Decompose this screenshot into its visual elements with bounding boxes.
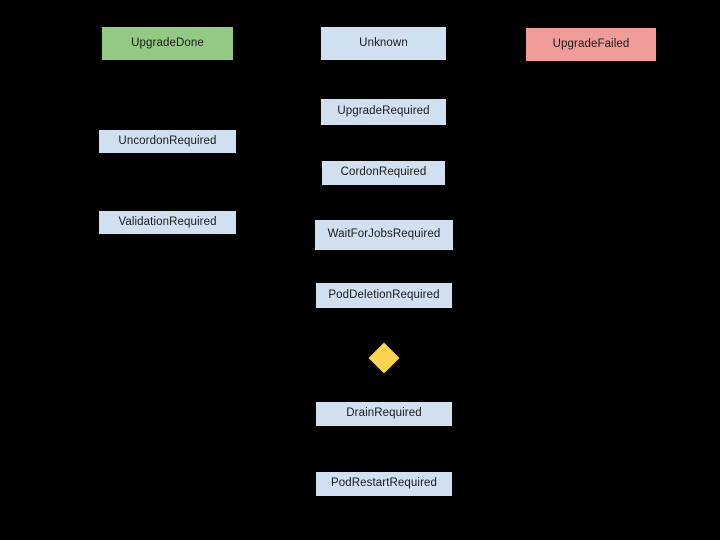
node-label: CordonRequired bbox=[340, 166, 427, 179]
node-pod-restart-required[interactable]: PodRestartRequired bbox=[316, 472, 452, 496]
node-validation-required[interactable]: ValidationRequired bbox=[99, 211, 236, 234]
node-label: PodDeletionRequired bbox=[328, 288, 440, 301]
node-drain-required[interactable]: DrainRequired bbox=[316, 402, 452, 426]
diamond-icon bbox=[368, 342, 400, 374]
node-label: UncordonRequired bbox=[118, 134, 217, 147]
node-label: PodRestartRequired bbox=[331, 477, 437, 490]
node-upgrade-done[interactable]: UpgradeDone bbox=[102, 27, 233, 60]
node-upgrade-failed[interactable]: UpgradeFailed bbox=[526, 28, 656, 61]
decision-diamond-node[interactable] bbox=[368, 342, 400, 374]
node-unknown[interactable]: Unknown bbox=[321, 27, 446, 60]
node-cordon-required[interactable]: CordonRequired bbox=[322, 161, 445, 185]
node-label: WaitForJobsRequired bbox=[327, 228, 441, 241]
node-pod-deletion-required[interactable]: PodDeletionRequired bbox=[316, 283, 452, 308]
node-label: UpgradeRequired bbox=[337, 105, 430, 118]
node-label: Unknown bbox=[359, 36, 408, 49]
node-wait-for-jobs-required[interactable]: WaitForJobsRequired bbox=[315, 220, 453, 250]
node-label: DrainRequired bbox=[346, 407, 422, 420]
node-label: ValidationRequired bbox=[118, 215, 217, 228]
node-label: UpgradeFailed bbox=[552, 37, 630, 50]
node-label: UpgradeDone bbox=[131, 36, 204, 49]
node-upgrade-required[interactable]: UpgradeRequired bbox=[321, 99, 446, 125]
node-uncordon-required[interactable]: UncordonRequired bbox=[99, 130, 236, 153]
